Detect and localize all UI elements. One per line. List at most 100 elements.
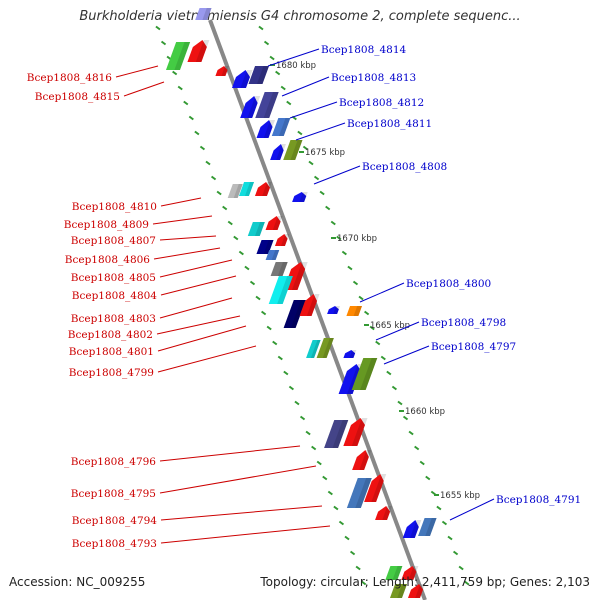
gene-label-right[interactable]: Bcep1808_4812 — [339, 97, 424, 109]
scale-tick — [261, 310, 267, 316]
gene-feature[interactable] — [215, 66, 230, 76]
gene-feature[interactable] — [389, 584, 408, 598]
gene-label-right[interactable]: Bcep1808_4808 — [362, 161, 447, 173]
gene-label-left[interactable]: Bcep1808_4802 — [68, 329, 153, 341]
scale-tick — [160, 40, 167, 46]
gene-feature[interactable] — [247, 222, 265, 236]
scale-tick — [227, 220, 233, 226]
gene-label-right[interactable]: Bcep1808_4798 — [421, 317, 506, 329]
scale-label: 1665 kbp — [370, 321, 410, 331]
gene-feature[interactable] — [238, 182, 255, 196]
scale-tick — [283, 370, 289, 376]
gene-label-left[interactable]: Bcep1808_4805 — [71, 272, 156, 284]
gene-feature[interactable] — [299, 294, 320, 316]
gene-feature[interactable] — [343, 418, 368, 446]
gene-label-right[interactable]: Bcep1808_4814 — [321, 44, 407, 56]
scale-tick — [280, 85, 286, 91]
gene-label-right[interactable]: Bcep1808_4811 — [347, 118, 432, 130]
gene-label-left[interactable]: Bcep1808_4809 — [64, 219, 149, 231]
scale-tick — [333, 505, 339, 511]
scale-tick — [275, 70, 281, 76]
scale-tick — [452, 550, 459, 556]
gene-feature[interactable] — [265, 216, 283, 230]
gene-feature[interactable] — [292, 192, 308, 202]
gene-feature[interactable] — [324, 420, 349, 448]
scale-tick — [172, 70, 178, 76]
gene-feature[interactable] — [187, 40, 210, 62]
gene-feature[interactable] — [385, 566, 403, 580]
scale-tick — [358, 295, 364, 301]
gene-label-right[interactable]: Bcep1808_4813 — [331, 72, 416, 84]
scale-tick — [458, 565, 464, 571]
scale-tick — [447, 535, 453, 541]
gene-label-left[interactable]: Bcep1808_4816 — [27, 72, 113, 84]
scale-tick — [183, 100, 189, 106]
scale-tick — [297, 130, 303, 136]
scale-tick — [263, 40, 270, 46]
scale-label: 1670 kbp — [337, 234, 377, 244]
gene-feature[interactable] — [407, 584, 426, 598]
scale-tick — [386, 370, 392, 376]
gene-feature[interactable] — [231, 70, 253, 88]
gene-feature[interactable] — [283, 140, 303, 160]
gene-feature[interactable] — [327, 306, 341, 314]
gene-label-left[interactable]: Bcep1808_4803 — [71, 313, 156, 325]
gene-feature[interactable] — [195, 8, 212, 20]
scale-tick — [188, 115, 194, 121]
gene-feature[interactable] — [165, 42, 191, 70]
gene-label-left[interactable]: Bcep1808_4799 — [69, 367, 154, 379]
gene-feature[interactable] — [375, 506, 393, 520]
gene-label-left[interactable]: Bcep1808_4801 — [69, 346, 154, 358]
scale-tick — [419, 460, 425, 466]
gene-label-left[interactable]: Bcep1808_4793 — [72, 538, 157, 550]
scale-tick — [249, 280, 256, 286]
gene-feature[interactable] — [227, 184, 243, 198]
gene-label-left[interactable]: Bcep1808_4807 — [71, 235, 156, 247]
gene-feature[interactable] — [271, 118, 291, 136]
gene-label-left[interactable]: Bcep1808_4794 — [72, 515, 158, 527]
gene-label-left[interactable]: Bcep1808_4815 — [35, 91, 120, 103]
gene-label-left[interactable]: Bcep1808_4796 — [71, 456, 157, 468]
gene-feature[interactable] — [248, 66, 270, 84]
scale-tick — [302, 145, 309, 151]
scale-tick — [402, 415, 409, 421]
gene-feature[interactable] — [418, 518, 437, 536]
gene-label-left[interactable]: Bcep1808_4810 — [72, 201, 157, 213]
gene-feature[interactable] — [402, 520, 422, 538]
map-title: Burkholderia vietnamiensis G4 chromosome… — [79, 9, 521, 24]
gene-feature[interactable] — [346, 306, 363, 316]
gene-feature[interactable] — [265, 250, 280, 260]
gene-feature[interactable] — [283, 300, 306, 328]
gene-feature[interactable] — [270, 262, 288, 276]
gene-feature[interactable] — [268, 276, 293, 304]
gene-feature[interactable] — [254, 182, 273, 196]
gene-feature[interactable] — [270, 144, 286, 160]
gene-feature[interactable] — [256, 120, 276, 138]
gene-label-right[interactable]: Bcep1808_4791 — [496, 494, 581, 506]
scale-tick — [425, 475, 431, 481]
gene-label-right[interactable]: Bcep1808_4797 — [431, 341, 516, 353]
gene-label-left[interactable]: Bcep1808_4795 — [71, 488, 156, 500]
gene-feature[interactable] — [401, 566, 419, 580]
gene-label-left[interactable]: Bcep1808_4806 — [65, 254, 151, 266]
gene-feature[interactable] — [351, 358, 378, 390]
gene-feature[interactable] — [306, 340, 321, 358]
scale-tick — [288, 385, 295, 391]
scale-tick — [286, 100, 292, 106]
gene-feature[interactable] — [274, 234, 290, 246]
gene-feature[interactable] — [343, 350, 357, 358]
gene-feature[interactable] — [240, 96, 261, 118]
gene-feature[interactable] — [346, 478, 372, 508]
gene-feature[interactable] — [352, 450, 372, 470]
scale-tick — [364, 310, 370, 316]
scale-tick — [210, 175, 217, 181]
scale-tick — [269, 55, 275, 61]
scale-tick — [344, 535, 350, 541]
gene-feature[interactable] — [255, 92, 279, 118]
gene-label-right[interactable]: Bcep1808_4800 — [406, 278, 491, 290]
gene-feature[interactable] — [316, 338, 334, 358]
gene-label-left[interactable]: Bcep1808_4804 — [72, 290, 158, 302]
gene-feature[interactable] — [364, 474, 387, 502]
scale-tick — [255, 295, 261, 301]
